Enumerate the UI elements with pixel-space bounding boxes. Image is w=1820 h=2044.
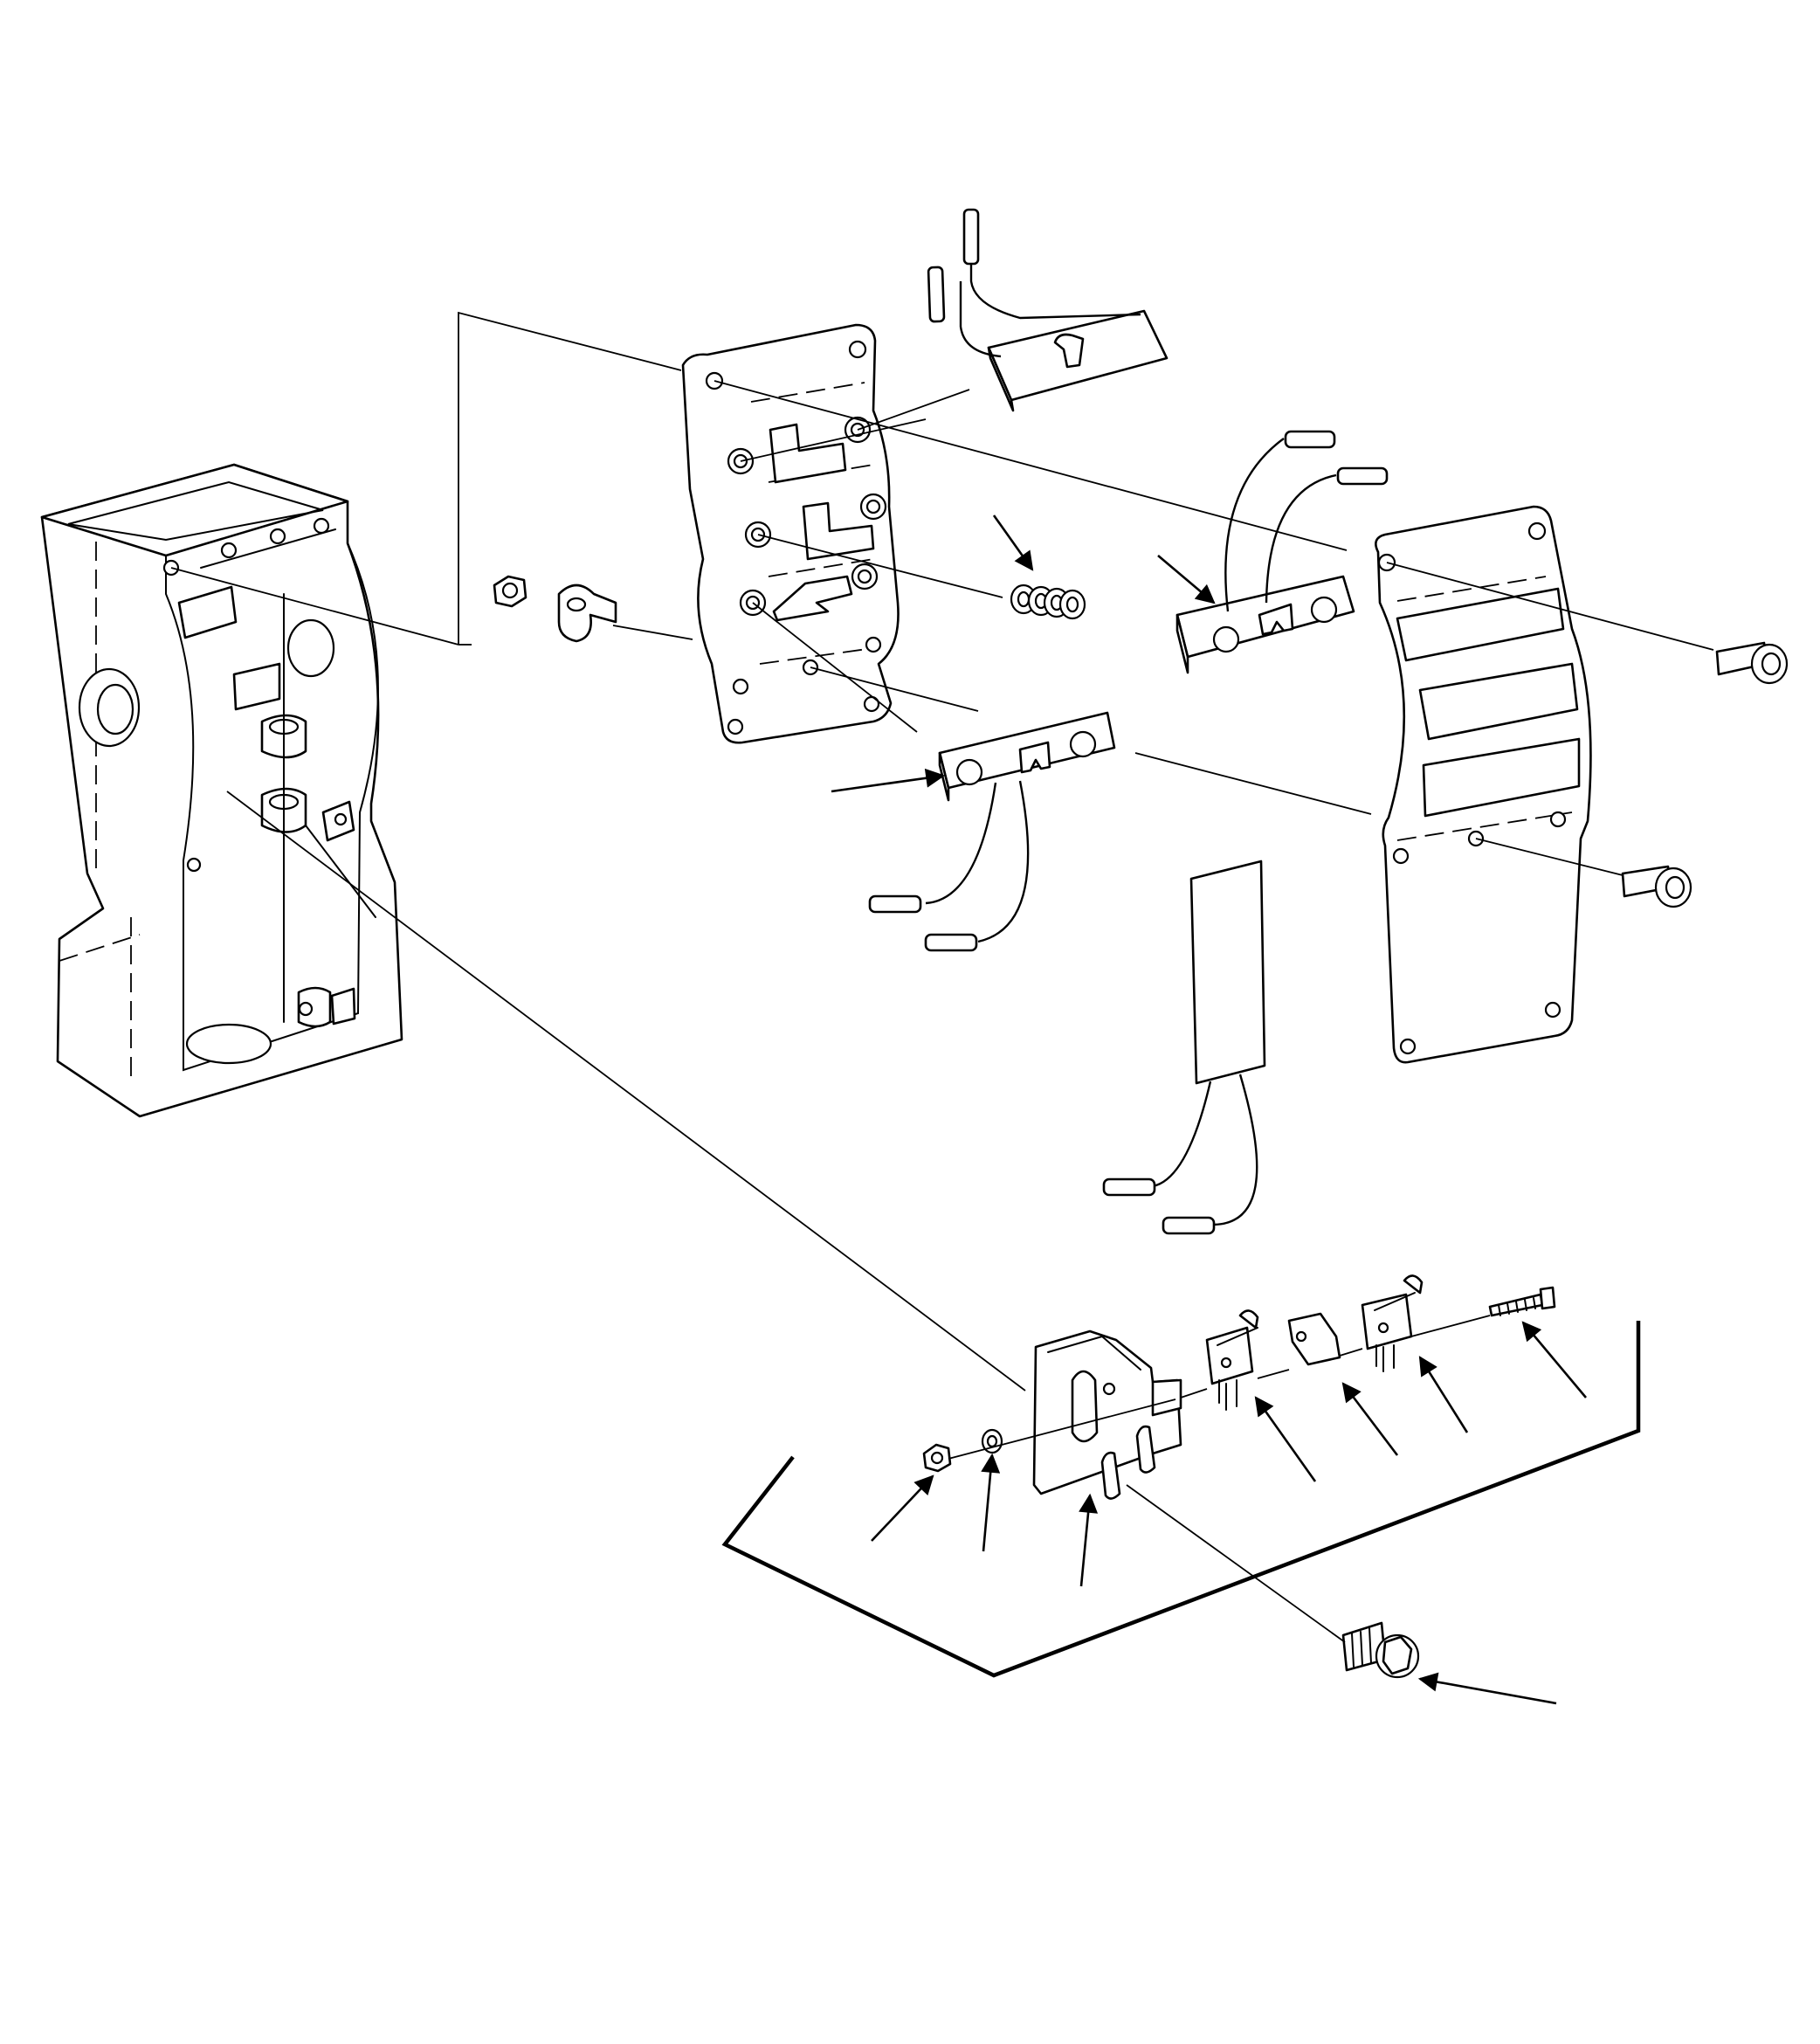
washer-stack — [1010, 584, 1086, 620]
long-screw — [1488, 1286, 1556, 1317]
callout-arrow-spacer — [1341, 1382, 1399, 1456]
callout-arrow-long-screw — [1521, 1321, 1587, 1398]
switch-bracket — [1032, 1329, 1182, 1500]
screw-cover-bottom — [1621, 865, 1692, 908]
callout-arrow-bracket — [1079, 1493, 1099, 1587]
callout-arrow-micro-switch-left — [1254, 1396, 1317, 1482]
screw-cover-top — [1715, 641, 1789, 685]
lock-washer — [981, 1428, 1003, 1454]
callout-arrow-micro-switch-right — [1418, 1356, 1469, 1433]
callout-arrow-washer-stack — [992, 514, 1034, 571]
callout-arrow-flange-bolt — [1417, 1672, 1557, 1705]
assembly-frame — [721, 1321, 1641, 1678]
callout-arrow-hex-nut — [871, 1474, 934, 1542]
hex-nut-bottom — [922, 1443, 952, 1473]
switch-housing — [40, 463, 403, 1118]
cover-plate — [1375, 505, 1592, 1064]
spacer-block — [1287, 1312, 1341, 1366]
mounting-plate — [681, 323, 900, 744]
callout-arrow-sensor-right — [1157, 555, 1216, 604]
flange-bolt — [1341, 1621, 1420, 1679]
sensor-right — [1175, 430, 1389, 674]
callout-arrows — [831, 514, 1587, 1705]
insulation-sheet — [1102, 860, 1266, 1235]
sensor-left — [868, 711, 1116, 952]
hex-nut-top — [493, 575, 527, 608]
cable-clamp — [557, 584, 617, 643]
micro-switch-right — [1361, 1274, 1424, 1372]
micro-switch-left — [1205, 1309, 1259, 1411]
sensor-top — [927, 208, 1169, 412]
callout-arrow-sensor-left — [831, 768, 946, 793]
leader-lines — [170, 311, 1714, 1643]
callout-arrow-lock-washer — [981, 1453, 1001, 1552]
